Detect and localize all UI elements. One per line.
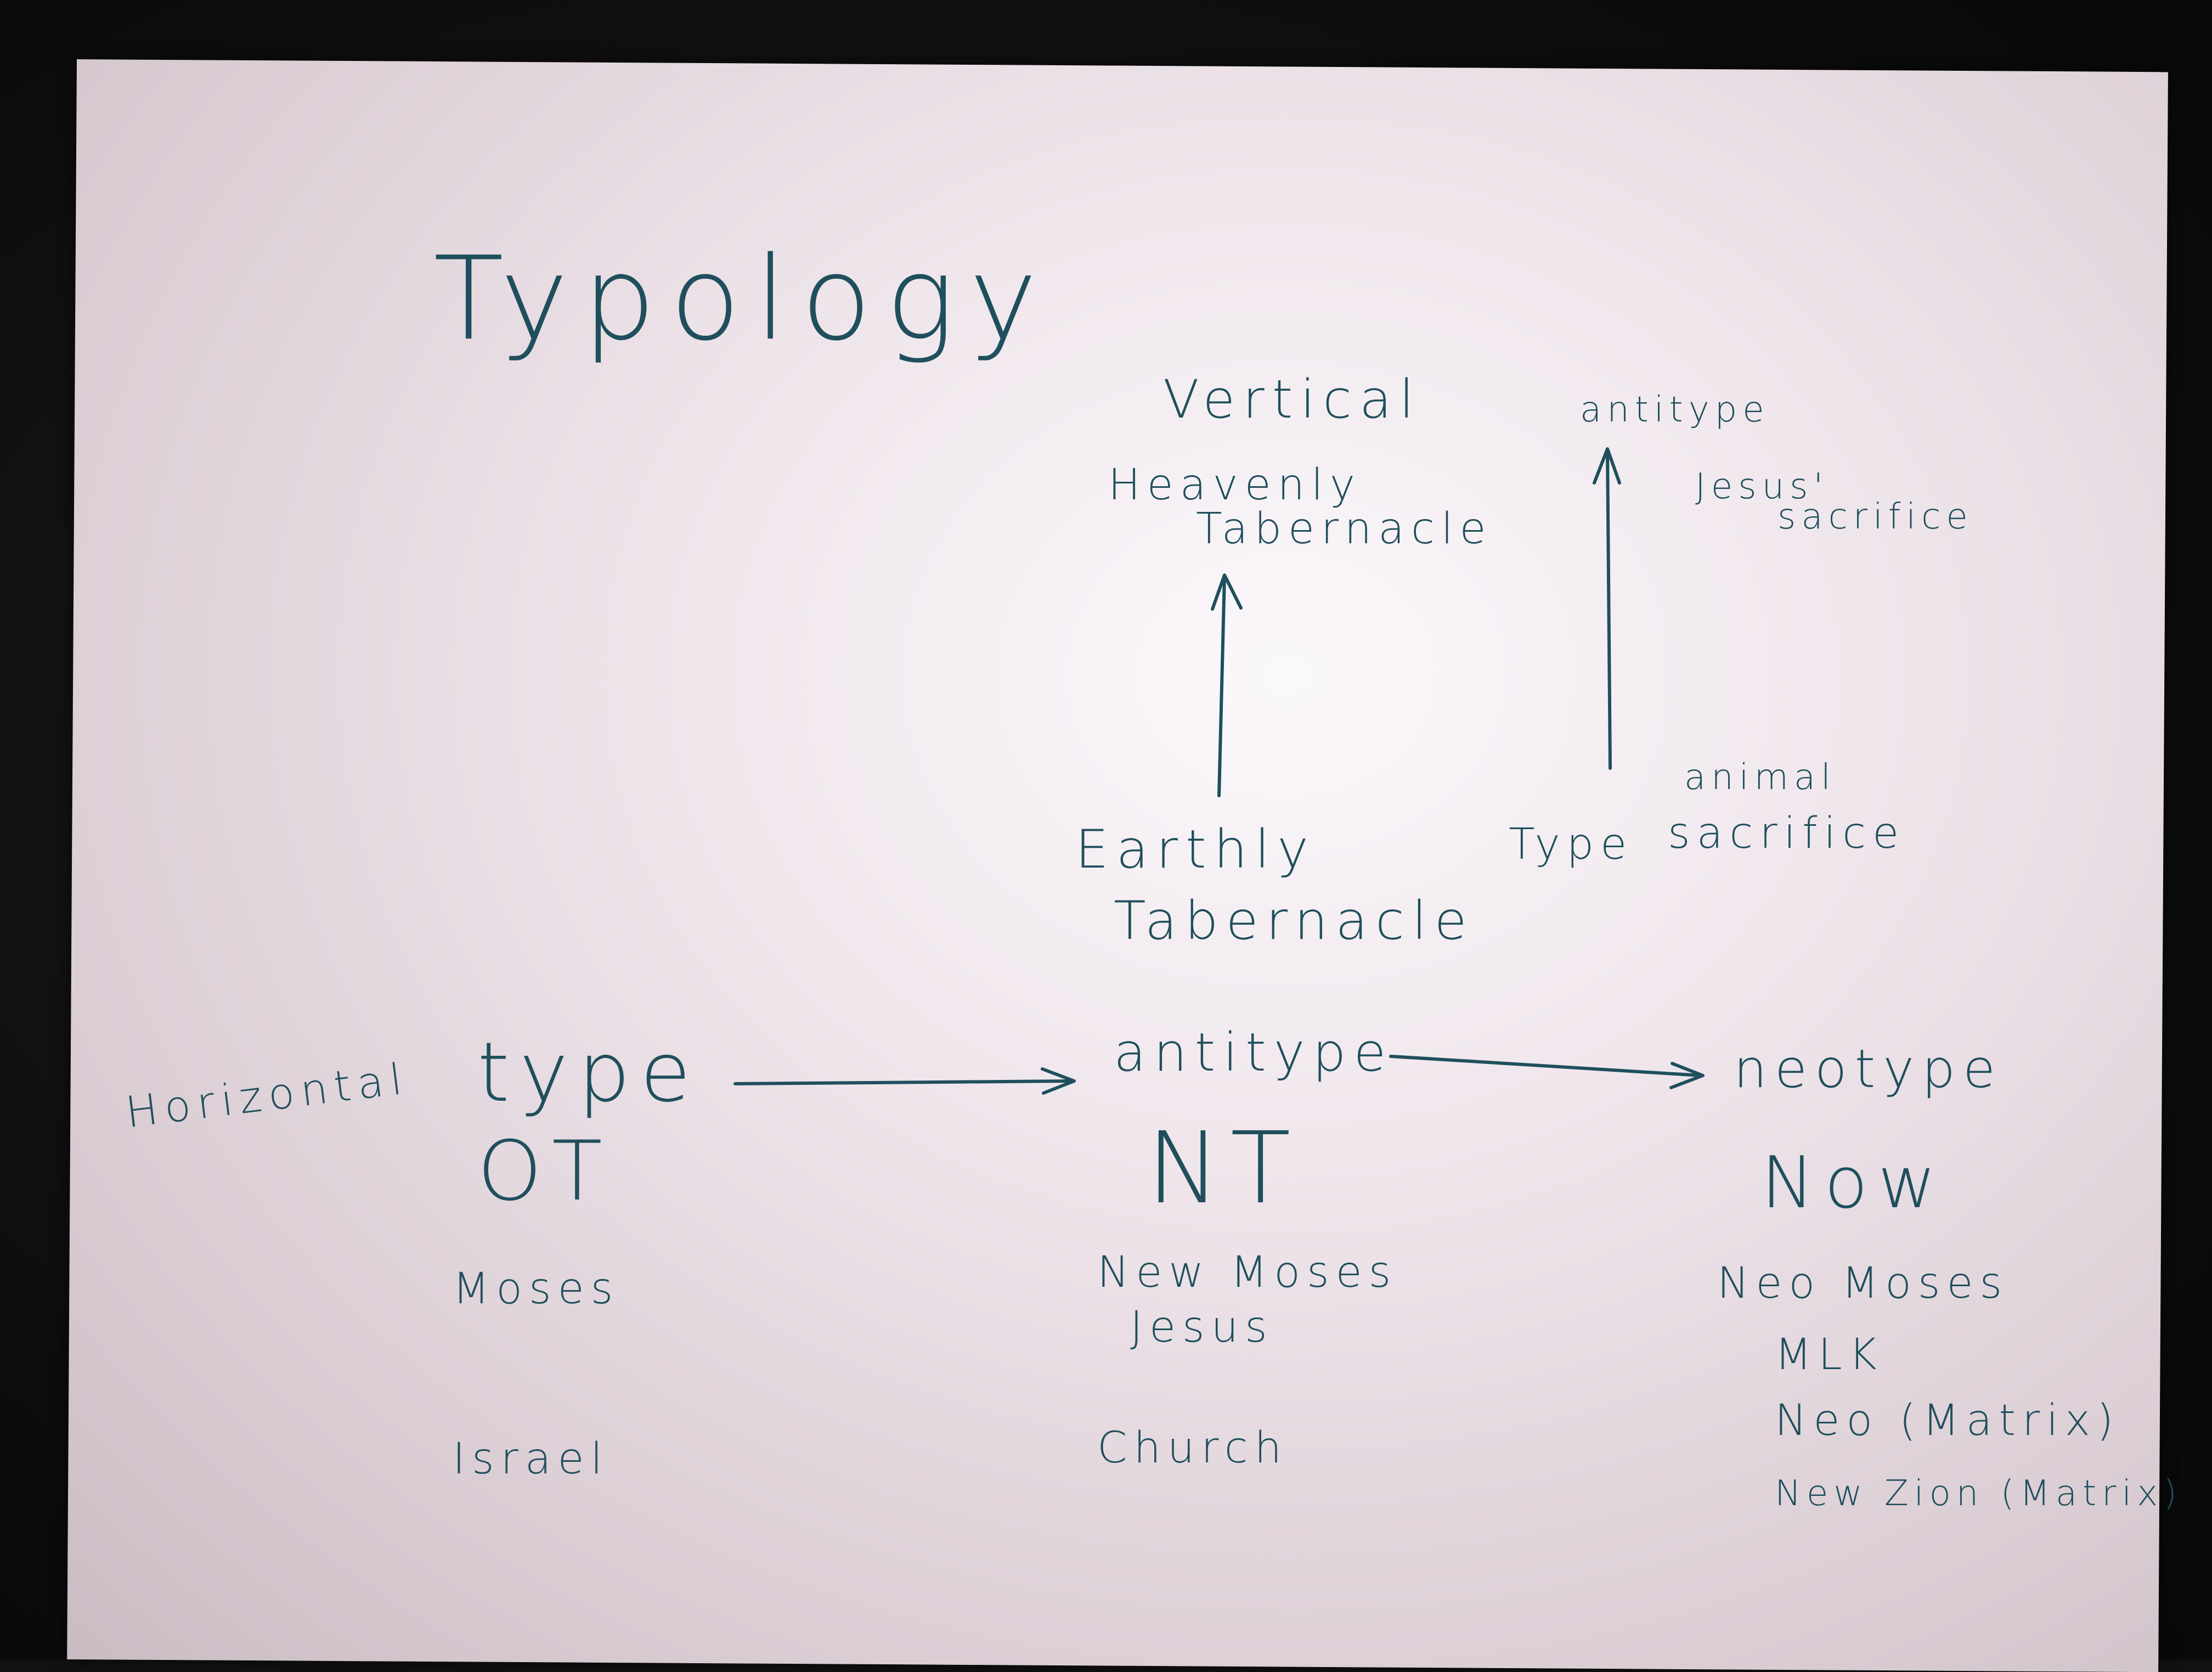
nt-label: NT: [1147, 1111, 1301, 1226]
vertical-antitype-label: antitype: [1580, 390, 1770, 430]
earthly-label: Earthly: [1075, 819, 1316, 880]
now-label: Now: [1761, 1141, 1946, 1224]
animal-label: animal: [1684, 757, 1836, 798]
page-title: Typology: [433, 232, 1052, 366]
moses-label: Moses: [453, 1264, 620, 1314]
vertical-type-label: Type: [1509, 820, 1634, 869]
jesus-name-label: Jesus: [1130, 1303, 1274, 1352]
heavenly-tabernacle-label: Tabernacle: [1196, 504, 1493, 554]
antitype-heading: antitype: [1114, 1022, 1394, 1083]
heavenly-label: Heavenly: [1108, 460, 1362, 510]
israel-label: Israel: [453, 1434, 610, 1484]
mlk-label: MLK: [1775, 1330, 1883, 1380]
jesus-sacrifice-label: sacrifice: [1778, 497, 1973, 537]
vertical-label: Vertical: [1163, 369, 1422, 430]
neo-matrix-label: Neo (Matrix): [1775, 1396, 2120, 1445]
earthly-tabernacle-label: Tabernacle: [1114, 890, 1475, 952]
new-moses-label: New Moses: [1097, 1248, 1398, 1297]
neo-moses-label: Neo Moses: [1717, 1259, 2009, 1308]
church-label: Church: [1097, 1423, 1289, 1473]
animal-sacrifice-label: sacrifice: [1668, 809, 1906, 858]
neotype-heading: neotype: [1734, 1038, 2004, 1100]
type-heading: type: [477, 1025, 701, 1121]
jesus-label: Jesus': [1695, 466, 1829, 507]
new-zion-matrix-label: New Zion (Matrix): [1775, 1473, 2183, 1514]
ot-label: OT: [477, 1124, 612, 1219]
